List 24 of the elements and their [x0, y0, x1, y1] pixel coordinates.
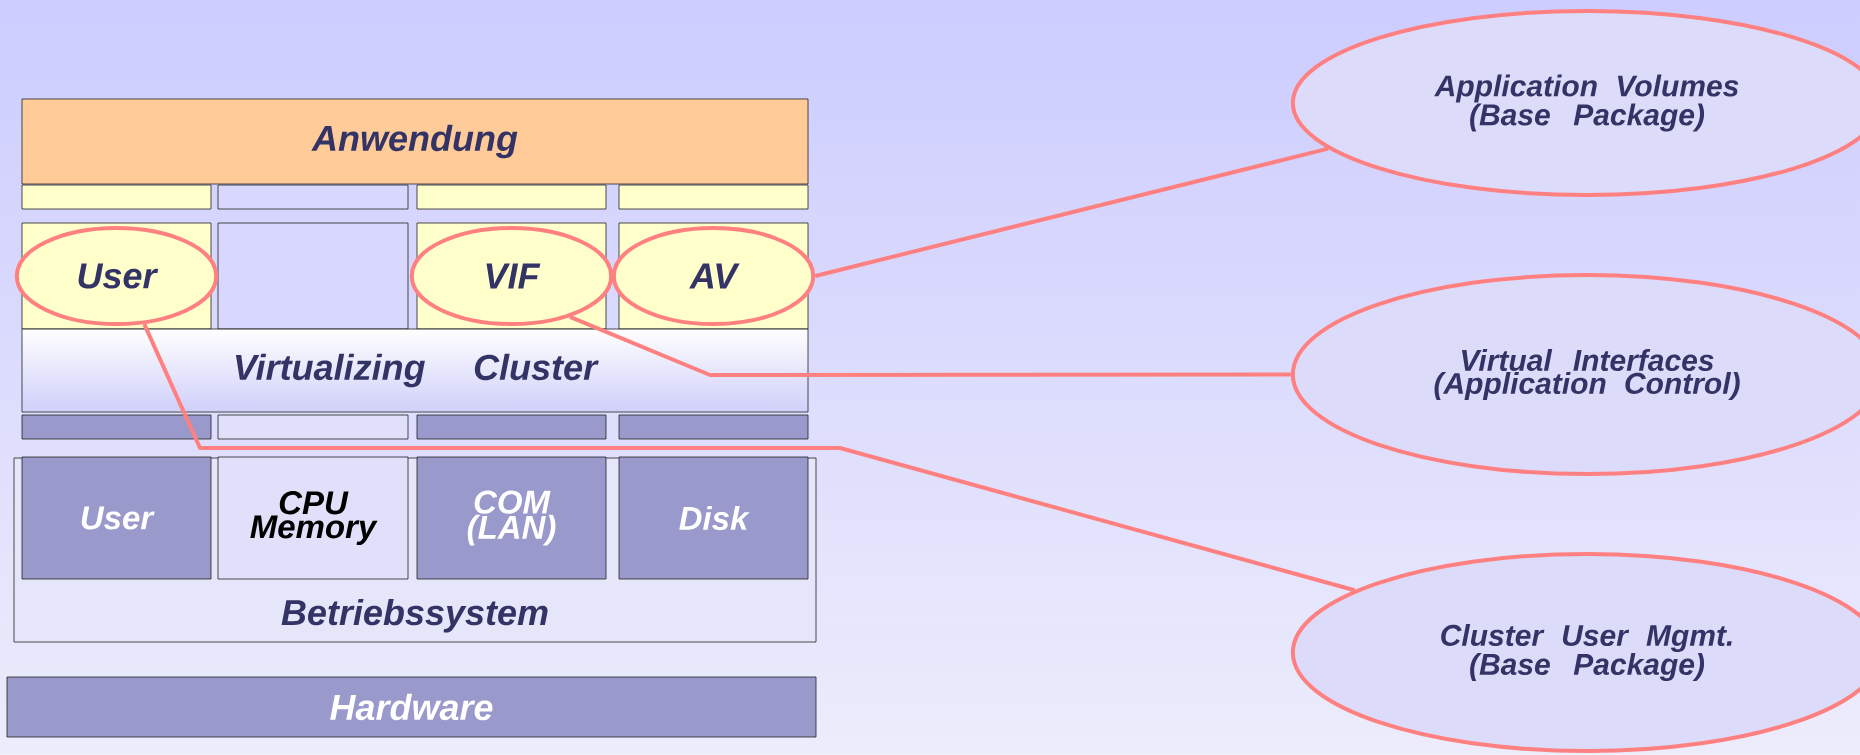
layer-box: Virtualizing Cluster	[21, 328, 809, 413]
callout-oval: User	[14, 226, 219, 326]
strip-box	[217, 414, 409, 440]
cell-box: User	[21, 456, 212, 580]
callout-oval: VIF	[409, 226, 614, 326]
strip-box	[416, 414, 607, 440]
cell-box: Disk	[618, 456, 809, 580]
layer-box: Hardware	[6, 676, 817, 738]
leader-line	[142, 323, 1356, 593]
strip-box	[217, 184, 409, 210]
leader-line	[814, 146, 1329, 278]
strip-box	[21, 184, 212, 210]
strip-box	[21, 414, 212, 440]
layer-box: Anwendung	[21, 98, 809, 185]
leader-line	[569, 315, 1291, 377]
strip-box	[618, 414, 809, 440]
cell-box: COM (LAN)	[416, 456, 607, 580]
strip-box	[416, 184, 607, 210]
cell-box: CPU Memory	[217, 456, 409, 580]
note-oval: Application Volumes (Base Package)	[1290, 9, 1860, 197]
cell-box	[217, 222, 409, 330]
strip-box	[618, 184, 809, 210]
callout-oval: AV	[611, 226, 816, 326]
note-oval: Cluster User Mgmt. (Base Package)	[1290, 552, 1860, 753]
